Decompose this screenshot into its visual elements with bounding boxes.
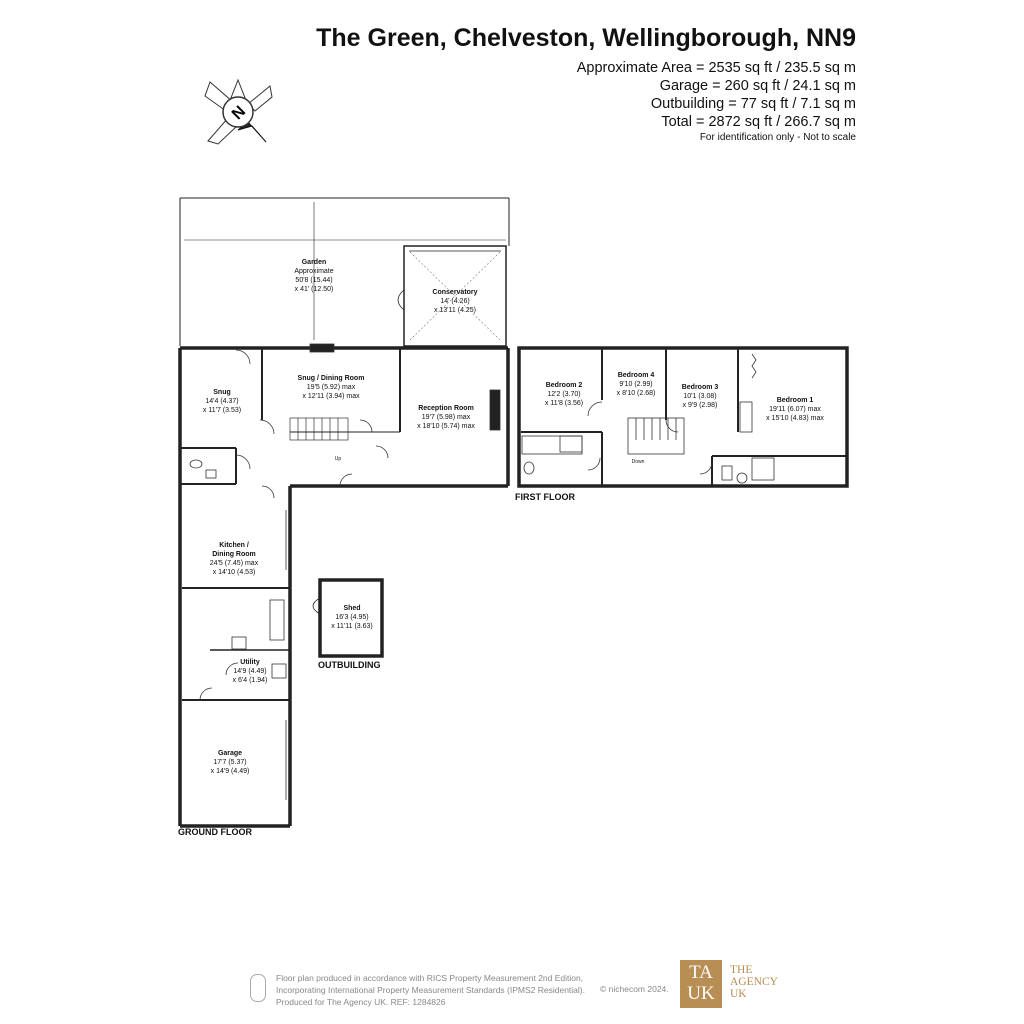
logo-line-1: TA [689, 962, 713, 983]
svg-text:17'7 (5.37): 17'7 (5.37) [213, 759, 246, 766]
brand-line-3: UK [730, 988, 747, 1000]
first-floor-label: FIRST FLOOR [515, 492, 575, 502]
svg-text:14' (4.26): 14' (4.26) [440, 298, 469, 305]
svg-text:Bedroom 2: Bedroom 2 [546, 382, 583, 389]
ground-floor-stairs [289, 417, 349, 441]
svg-text:Snug / Dining Room: Snug / Dining Room [298, 375, 365, 382]
svg-text:19'7 (5.98) max: 19'7 (5.98) max [422, 414, 471, 421]
svg-text:x 8'10 (2.68): x 8'10 (2.68) [617, 390, 656, 397]
stairs-up-label: Up [335, 456, 342, 462]
svg-text:Garden: Garden [302, 259, 327, 266]
svg-text:14'4 (4.37): 14'4 (4.37) [205, 398, 238, 405]
ground-floor-fixtures [189, 343, 501, 800]
svg-text:x 12'11 (3.94) max: x 12'11 (3.94) max [302, 393, 360, 400]
copyright: © nichecom 2024. [600, 984, 669, 994]
label-bedroom-3: Bedroom 3 10'1 (3.08) x 9'9 (2.98) [682, 384, 719, 409]
label-conservatory: Conservatory 14' (4.26) x 13'11 (4.25) [432, 289, 477, 314]
svg-text:19'5 (5.92) max: 19'5 (5.92) max [307, 384, 356, 391]
svg-text:10'1 (3.08): 10'1 (3.08) [683, 393, 716, 400]
label-bedroom-4: Bedroom 4 9'10 (2.99) x 8'10 (2.68) [617, 372, 656, 397]
svg-text:Snug: Snug [213, 389, 231, 396]
page-title: The Green, Chelveston, Wellingborough, N… [316, 24, 856, 52]
label-snug-dining: Snug / Dining Room 19'5 (5.92) max x 12'… [298, 375, 365, 400]
area-approximate: Approximate Area = 2535 sq ft / 235.5 sq… [576, 60, 856, 76]
svg-text:x 15'10 (4.83) max: x 15'10 (4.83) max [766, 415, 824, 422]
agency-logo: TA UK [680, 960, 722, 1008]
label-garden: Garden Approximate 50'8 (15.44) x 41' (1… [294, 259, 333, 293]
svg-text:24'5 (7.45) max: 24'5 (7.45) max [210, 560, 259, 567]
svg-text:16'3 (4.95): 16'3 (4.95) [335, 614, 368, 621]
shed-walls [312, 578, 384, 658]
ground-floor-label: GROUND FLOOR [178, 827, 252, 837]
svg-text:Approximate: Approximate [294, 268, 333, 275]
compass-icon: N [204, 78, 273, 145]
area-garage: Garage = 260 sq ft / 24.1 sq m [659, 78, 856, 94]
svg-text:x 13'11 (4.25): x 13'11 (4.25) [434, 307, 476, 314]
svg-text:Shed: Shed [343, 605, 360, 612]
svg-text:x 9'9 (2.98): x 9'9 (2.98) [683, 402, 718, 409]
first-floor-walls [517, 346, 849, 488]
svg-text:19'11 (6.07) max: 19'11 (6.07) max [769, 406, 821, 413]
svg-text:14'9 (4.49): 14'9 (4.49) [233, 668, 266, 675]
svg-text:Kitchen /: Kitchen / [219, 542, 249, 549]
label-reception: Reception Room 19'7 (5.98) max x 18'10 (… [417, 405, 475, 430]
agency-name: THE AGENCY UK [730, 964, 778, 1000]
svg-text:50'8 (15.44): 50'8 (15.44) [295, 277, 332, 284]
label-snug: Snug 14'4 (4.37) x 11'7 (3.53) [203, 389, 241, 414]
label-bedroom-2: Bedroom 2 12'2 (3.70) x 11'8 (3.56) [545, 382, 583, 407]
svg-text:Bedroom 1: Bedroom 1 [777, 397, 814, 404]
label-shed: Shed 16'3 (4.95) x 11'11 (3.63) [331, 605, 373, 630]
footer-line-2: Incorporating International Property Mea… [276, 985, 585, 995]
svg-text:x 11'11 (3.63): x 11'11 (3.63) [331, 623, 373, 630]
outbuilding-label: OUTBUILDING [318, 660, 381, 670]
svg-text:9'10 (2.99): 9'10 (2.99) [619, 381, 652, 388]
scale-note: For identification only - Not to scale [699, 132, 856, 143]
garden-area [179, 197, 510, 346]
footer-text: Floor plan produced in accordance with R… [276, 972, 585, 1008]
svg-text:12'2 (3.70): 12'2 (3.70) [547, 391, 580, 398]
footer-line-3: Produced for The Agency UK. REF: 1284826 [276, 997, 446, 1007]
svg-text:Bedroom 4: Bedroom 4 [618, 372, 655, 379]
svg-text:Bedroom 3: Bedroom 3 [682, 384, 719, 391]
svg-text:Conservatory: Conservatory [432, 289, 477, 296]
logo-line-2: UK [687, 983, 715, 1004]
brand-line-2: AGENCY [730, 976, 778, 988]
brand-line-1: THE [730, 964, 753, 976]
svg-text:x 41' (12.50): x 41' (12.50) [295, 286, 334, 293]
label-kitchen: Kitchen / Dining Room 24'5 (7.45) max x … [210, 542, 259, 576]
svg-text:x 6'4 (1.94): x 6'4 (1.94) [233, 677, 268, 684]
svg-text:x 14'10 (4.53): x 14'10 (4.53) [213, 569, 256, 576]
svg-text:x 18'10 (5.74) max: x 18'10 (5.74) max [417, 423, 475, 430]
ground-floor-walls [178, 346, 510, 828]
svg-text:x 11'7 (3.53): x 11'7 (3.53) [203, 407, 241, 414]
svg-text:x 11'8 (3.56): x 11'8 (3.56) [545, 400, 583, 407]
area-total: Total = 2872 sq ft / 266.7 sq m [661, 114, 856, 130]
person-icon [250, 974, 266, 1002]
footer-line-1: Floor plan produced in accordance with R… [276, 973, 584, 983]
svg-text:x 14'9 (4.49): x 14'9 (4.49) [211, 768, 250, 775]
svg-text:Garage: Garage [218, 750, 242, 757]
label-garage: Garage 17'7 (5.37) x 14'9 (4.49) [211, 750, 250, 775]
svg-text:Reception Room: Reception Room [418, 405, 474, 412]
conservatory-structure [397, 245, 507, 347]
label-bedroom-1: Bedroom 1 19'11 (6.07) max x 15'10 (4.83… [766, 397, 824, 422]
label-utility: Utility 14'9 (4.49) x 6'4 (1.94) [233, 659, 268, 684]
first-floor-fixtures [521, 353, 775, 484]
stairs-down-label: Down [632, 459, 645, 465]
area-outbuilding: Outbuilding = 77 sq ft / 7.1 sq m [650, 96, 856, 112]
svg-text:Utility: Utility [240, 659, 260, 666]
svg-text:Dining Room: Dining Room [212, 551, 256, 558]
